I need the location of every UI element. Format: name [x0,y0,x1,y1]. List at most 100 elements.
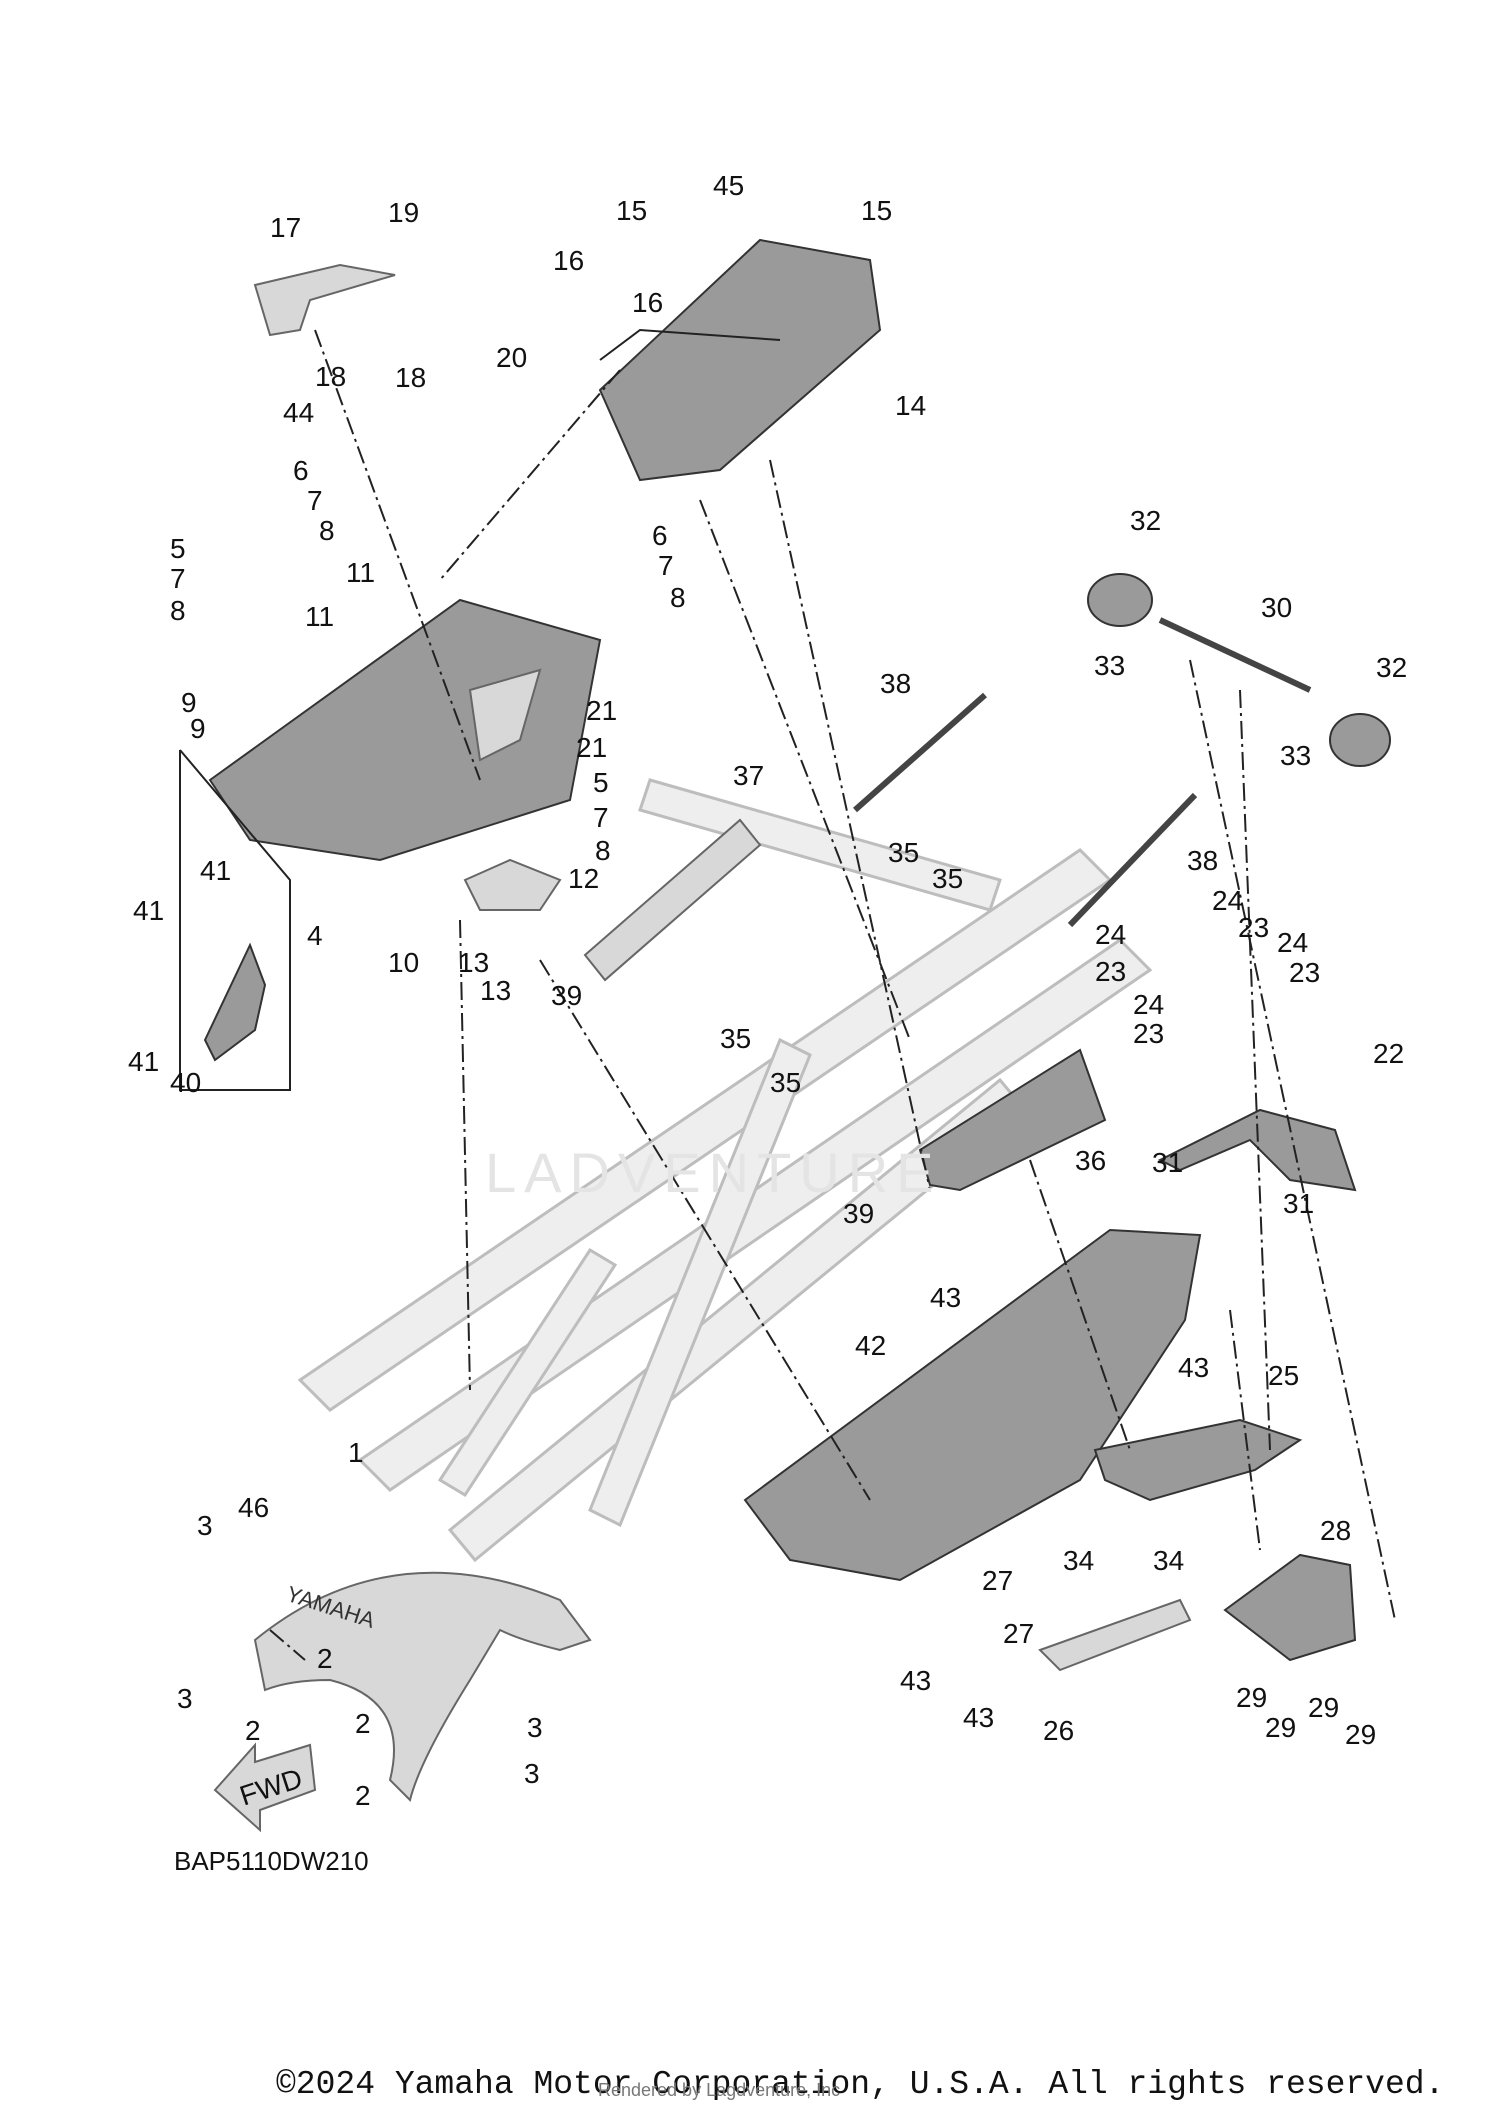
callout-3c: 3 [527,1712,543,1743]
callout-23a: 23 [1095,956,1126,987]
callout-9a: 9 [181,687,197,718]
callout-16b: 16 [632,287,663,318]
callout-23b: 23 [1238,912,1269,943]
rear-frame [297,778,1153,1563]
bracket-40[interactable] [203,942,267,1062]
callout-39a: 39 [551,980,582,1011]
leader-lines [179,328,1396,1661]
callout-3a: 3 [197,1510,213,1541]
callout-21a: 21 [586,695,617,726]
callout-2c: 2 [355,1708,371,1739]
callout-15a: 15 [616,195,647,226]
callout-46: 46 [238,1492,269,1523]
callout-8b: 8 [170,595,186,626]
reflector-32-right[interactable] [1329,713,1391,767]
callout-12: 12 [568,863,599,894]
callout-18a: 18 [315,361,346,392]
callout-34a: 34 [1063,1545,1094,1576]
callout-6b: 6 [652,520,668,551]
callout-1: 1 [348,1437,364,1468]
callout-41a: 41 [200,855,231,886]
callout-19: 19 [388,197,419,228]
license-bracket-22[interactable] [1157,1108,1357,1192]
callout-41c: 41 [128,1046,159,1077]
callout-24d: 24 [1133,989,1164,1020]
callout-10: 10 [388,947,419,978]
callout-8d: 8 [595,835,611,866]
diagram-code: BAP5110DW210 [174,1846,369,1876]
callout-7d: 7 [593,802,609,833]
callout-44: 44 [283,397,314,428]
callout-6a: 6 [293,455,309,486]
callout-5b: 5 [593,767,609,798]
callout-16a: 16 [553,245,584,276]
stay-30[interactable] [1158,617,1312,693]
front-fender-1[interactable] [253,1571,592,1802]
callout-32a: 32 [1130,505,1161,536]
callout-38b: 38 [1187,845,1218,876]
shock-37[interactable] [583,818,762,982]
stay-26[interactable] [1038,1598,1192,1672]
callout-22: 22 [1373,1038,1404,1069]
callout-39b: 39 [843,1198,874,1229]
callout-27b: 27 [1003,1618,1034,1649]
rear-fender-42[interactable] [743,1228,1202,1582]
callout-35a: 35 [888,837,919,868]
callout-43b: 43 [1178,1352,1209,1383]
callout-35c: 35 [720,1023,751,1054]
callout-29d: 29 [1345,1719,1376,1750]
callout-14: 14 [895,390,926,421]
callout-23d: 23 [1133,1018,1164,1049]
callout-17: 17 [270,212,301,243]
inner-fender-14[interactable] [598,238,882,482]
callout-29c: 29 [1308,1692,1339,1723]
callout-7b: 7 [170,563,186,594]
callout-30: 30 [1261,592,1292,623]
callout-43a: 43 [930,1282,961,1313]
callout-4: 4 [307,920,323,951]
callout-9b: 9 [190,713,206,744]
callout-34b: 34 [1153,1545,1184,1576]
callout-2a: 2 [317,1643,333,1674]
callout-2d: 2 [355,1780,371,1811]
callout-31b: 31 [1283,1188,1314,1219]
callout-45: 45 [713,170,744,201]
callout-43c: 43 [900,1665,931,1696]
callout-29b: 29 [1265,1712,1296,1743]
callout-3b: 3 [177,1683,193,1714]
fwd-arrow: FWD [213,1742,317,1833]
callout-15b: 15 [861,195,892,226]
callout-11b: 11 [305,601,334,632]
callout-36: 36 [1075,1145,1106,1176]
bracket-25[interactable] [1093,1418,1303,1502]
reflector-32-left[interactable] [1087,573,1153,627]
callout-13b: 13 [480,975,511,1006]
callout-35d: 35 [770,1067,801,1098]
callout-2b: 2 [245,1715,261,1746]
rendered-by-notice: Rendered by Lagdventure, Inc [598,2080,841,2100]
callout-41b: 41 [133,895,164,926]
bolt-38-lower [1067,792,1198,928]
bracket-28[interactable] [1223,1553,1357,1662]
callout-23c: 23 [1289,957,1320,988]
callout-13a: 13 [458,947,489,978]
callout-7c: 7 [658,550,674,581]
callout-33a: 33 [1094,650,1125,681]
callout-37: 37 [733,760,764,791]
callout-3d: 3 [524,1758,540,1789]
callout-28: 28 [1320,1515,1351,1546]
callout-labels: 1 2 2 2 2 3 3 3 3 4 5 5 6 6 7 7 7 7 8 8 … [128,170,1407,1811]
callout-25: 25 [1268,1360,1299,1391]
cover-12[interactable] [463,858,562,911]
copyright-notice: ©2024 Yamaha Motor Corporation, U.S.A. A… [276,2066,1445,2103]
callout-27a: 27 [982,1565,1013,1596]
callout-24b: 24 [1212,885,1243,916]
bolt-38-upper [853,692,987,813]
callout-42: 42 [855,1330,886,1361]
bracket-17[interactable] [253,263,396,337]
battery-box[interactable] [208,598,602,862]
callout-43d: 43 [963,1702,994,1733]
callout-20: 20 [496,342,527,373]
callout-21b: 21 [576,732,607,763]
